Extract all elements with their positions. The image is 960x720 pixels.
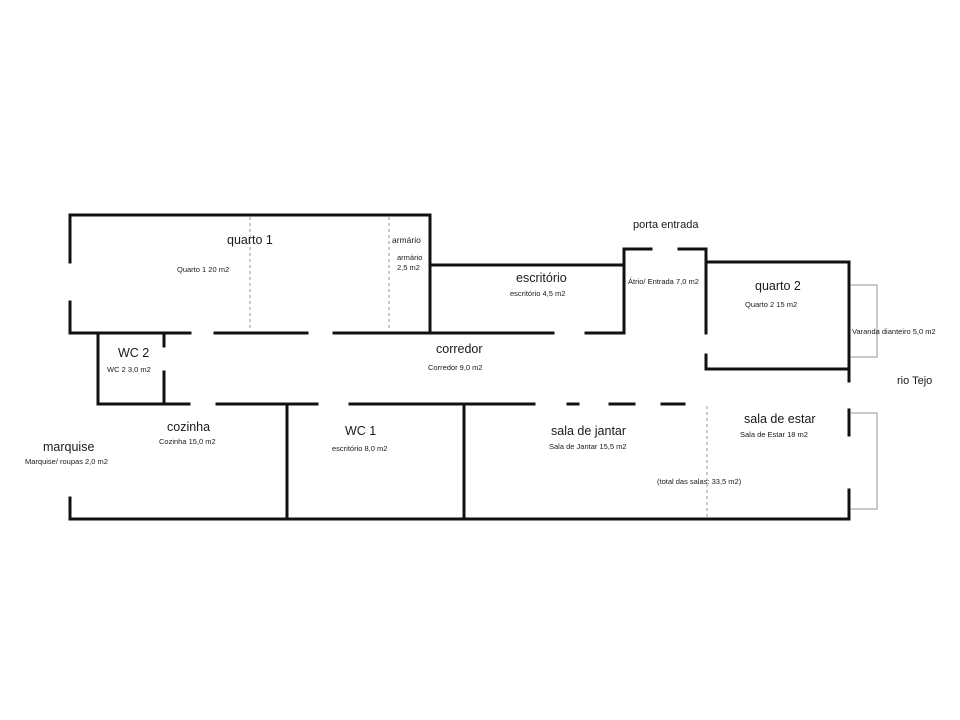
room-name-sala-de-jantar: sala de jantar bbox=[551, 424, 627, 438]
label-total-salas: (total das salas: 33,5 m2) bbox=[657, 477, 742, 486]
room-name-wc-1: WC 1 bbox=[345, 424, 377, 438]
room-area-quarto-1: Quarto 1 20 m2 bbox=[177, 265, 230, 274]
room-area-cozinha: Cozinha 15,0 m2 bbox=[159, 437, 216, 446]
room-name-armario: armário bbox=[392, 235, 421, 245]
room-area-corredor: Corredor 9,0 m2 bbox=[428, 363, 483, 372]
room-area-varanda: Varanda dianteiro 5,0 m2 bbox=[852, 327, 936, 336]
room-name-cozinha: cozinha bbox=[167, 420, 211, 434]
label-porta-entrada: porta entrada bbox=[633, 219, 699, 231]
room-name-wc-2: WC 2 bbox=[118, 346, 150, 360]
room-area-armario-value: 2,5 m2 bbox=[397, 263, 420, 272]
balcony-outline bbox=[851, 284, 878, 510]
walls bbox=[68, 213, 851, 521]
balcony-lower bbox=[851, 412, 878, 510]
room-name-marquise: marquise bbox=[43, 440, 95, 454]
room-area-sala-de-jantar: Sala de Jantar 15,5 m2 bbox=[549, 442, 627, 451]
room-name-quarto-1: quarto 1 bbox=[227, 233, 273, 247]
dashed-partitions bbox=[249, 217, 708, 517]
label-rio-tejo: rio Tejo bbox=[897, 375, 933, 387]
room-area-sala-de-estar: Sala de Estar 18 m2 bbox=[740, 430, 808, 439]
room-name-escritorio: escritório bbox=[516, 271, 567, 285]
room-area-quarto-2: Quarto 2 15 m2 bbox=[745, 300, 798, 309]
room-name-sala-de-estar: sala de estar bbox=[744, 412, 816, 426]
balcony-upper bbox=[851, 284, 878, 358]
room-area-wc-1: escritório 8,0 m2 bbox=[332, 444, 388, 453]
room-area-armario-label: armário bbox=[397, 253, 423, 262]
room-area-atrio: Átrio/ Entrada 7,0 m2 bbox=[628, 277, 699, 286]
room-area-marquise: Marquise/ roupas 2,0 m2 bbox=[25, 457, 108, 466]
room-area-escritorio: escritório 4,5 m2 bbox=[510, 289, 566, 298]
room-area-wc-2: WC 2 3,0 m2 bbox=[107, 365, 151, 374]
room-name-corredor: corredor bbox=[436, 342, 483, 356]
room-name-quarto-2: quarto 2 bbox=[755, 279, 801, 293]
